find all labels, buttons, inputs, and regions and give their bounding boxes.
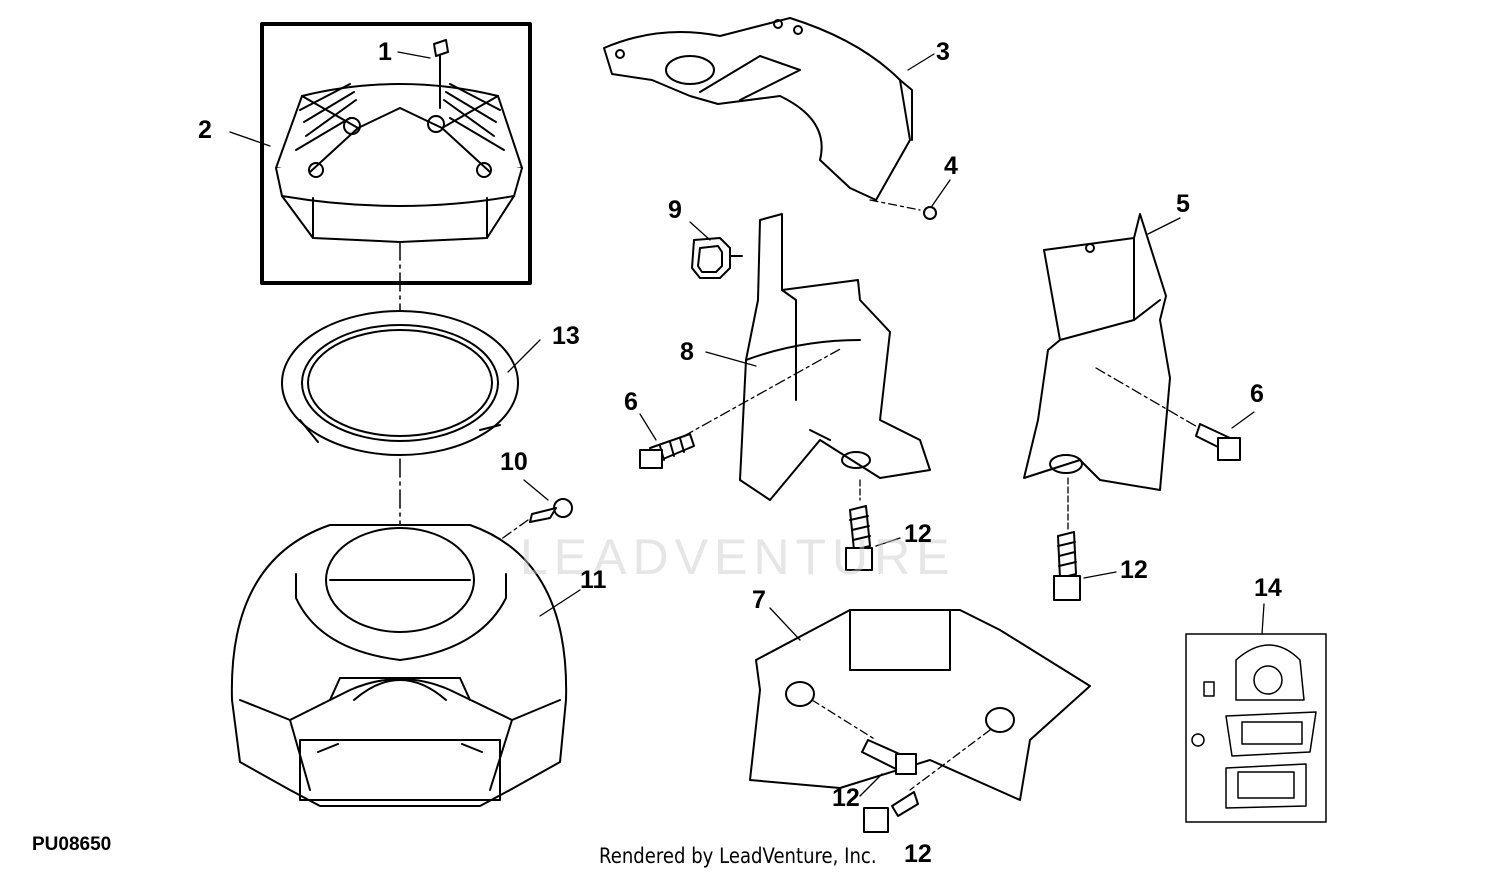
callout-12-b: 12	[1120, 556, 1148, 584]
part-1-screw	[433, 39, 449, 109]
part-7-guide-b	[909, 729, 991, 791]
callout-3: 3	[936, 38, 950, 66]
part-3-baffle	[603, 17, 913, 201]
watermark-text: LEADVENTURE	[520, 529, 956, 585]
part-14-frame	[1185, 633, 1327, 823]
callout-12-c: 12	[832, 784, 860, 812]
part-12-screw-a	[845, 479, 873, 571]
part-12-screw-c	[861, 739, 917, 775]
leader-lines	[229, 51, 1265, 797]
callout-10: 10	[500, 448, 528, 476]
callout-6-right: 6	[1250, 380, 1264, 408]
part-12-screw-d	[863, 791, 919, 833]
part-6-screw-left	[639, 433, 695, 469]
part-6-screw-right	[1195, 423, 1241, 461]
part-9-clip	[691, 237, 743, 279]
callout-12-d: 12	[904, 840, 932, 868]
callout-12-a: 12	[904, 520, 932, 548]
part-13-ring	[281, 310, 519, 456]
callout-8: 8	[680, 338, 694, 366]
credit-text: Rendered by LeadVenture, Inc.	[599, 844, 877, 868]
figure-id: PU08650	[32, 834, 112, 855]
part-11-housing	[230, 524, 568, 807]
callout-14: 14	[1254, 574, 1282, 602]
callout-7: 7	[752, 586, 766, 614]
callout-11: 11	[580, 566, 607, 594]
part-8-guide	[683, 347, 843, 437]
callout-9: 9	[668, 196, 682, 224]
callout-6-left: 6	[624, 388, 638, 416]
part-4-screw	[869, 199, 937, 220]
callout-1: 1	[378, 38, 392, 66]
part-8-shroud	[739, 213, 931, 501]
part-7-guide-a	[811, 699, 877, 741]
part-2-cover	[275, 83, 523, 243]
part-5-shroud	[1023, 213, 1171, 491]
part-12-screw-b	[1053, 477, 1081, 601]
callout-13: 13	[552, 322, 580, 350]
callout-2: 2	[198, 116, 212, 144]
part-10-bolt	[499, 498, 573, 541]
part-14-assembly	[1191, 644, 1317, 809]
callout-4: 4	[944, 152, 958, 180]
part-5-guide	[1095, 367, 1207, 433]
part-7-shroud	[749, 609, 1091, 801]
part-2-frame	[260, 22, 532, 285]
callout-5: 5	[1176, 190, 1190, 218]
